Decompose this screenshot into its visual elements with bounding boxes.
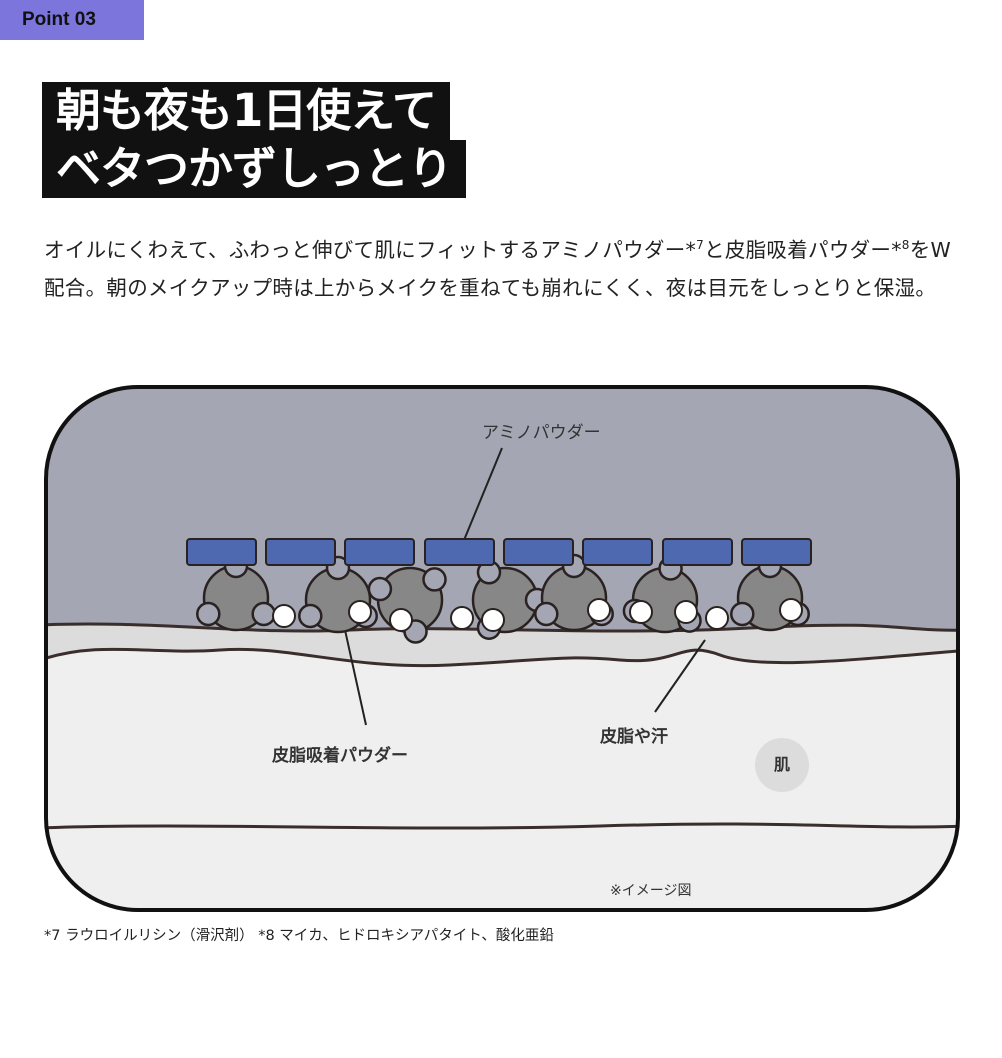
footnote-ref: 8 <box>901 238 910 252</box>
sebum-droplet <box>272 604 296 628</box>
sebum-droplet <box>481 608 505 632</box>
title-line-2: ベタつかずしっとり <box>42 140 467 198</box>
sebum-droplet <box>587 598 611 622</box>
sebum-droplet <box>779 598 803 622</box>
amino-powder-block <box>265 538 336 566</box>
label-sebum-sweat: 皮脂や汗 <box>600 727 668 747</box>
amino-powder-block <box>582 538 653 566</box>
sebum-droplet <box>389 608 413 632</box>
desc-text: オイルにくわえて、ふわっと伸びて肌にフィットするアミノパウダー* <box>44 237 697 262</box>
title-line-1: 朝も夜も1日使えて <box>42 82 451 140</box>
sebum-droplet <box>629 600 653 624</box>
particle-notch <box>367 576 393 602</box>
desc-text: をW配合。朝のメイクアップ時は上からメイクを重ねても崩れにくく、夜は目元をしっと… <box>44 237 952 300</box>
amino-powder-block <box>424 538 495 566</box>
particle-notch <box>196 601 221 627</box>
particle-notch <box>298 603 323 629</box>
footnote: *7 ラウロイルリシン（滑沢剤） *8 マイカ、ヒドロキシアパタイト、酸化亜鉛 <box>44 928 554 944</box>
label-sebum-powder: 皮脂吸着パウダー <box>272 746 408 766</box>
sebum-droplet <box>450 606 474 630</box>
desc-text: と皮脂吸着パウダー* <box>704 237 902 262</box>
particle-notch <box>730 601 755 627</box>
particle-notch <box>534 601 559 627</box>
description: オイルにくわえて、ふわっと伸びて肌にフィットするアミノパウダー*7と皮脂吸着パウ… <box>44 226 964 307</box>
amino-powder-block <box>662 538 733 566</box>
amino-powder-block <box>741 538 812 566</box>
sebum-droplet <box>705 606 729 630</box>
particle-notch <box>251 601 276 627</box>
amino-powder-block <box>503 538 574 566</box>
image-note: ※イメージ図 <box>610 883 692 899</box>
sebum-droplet <box>348 600 372 624</box>
amino-powder-block <box>186 538 257 566</box>
particle-notch <box>422 567 447 592</box>
label-skin: 肌 <box>755 738 809 792</box>
amino-powder-block <box>344 538 415 566</box>
sebum-droplet <box>674 600 698 624</box>
point-badge: Point 03 <box>0 0 144 40</box>
footnote-ref: 7 <box>696 238 705 252</box>
label-amino-powder: アミノパウダー <box>482 423 601 443</box>
